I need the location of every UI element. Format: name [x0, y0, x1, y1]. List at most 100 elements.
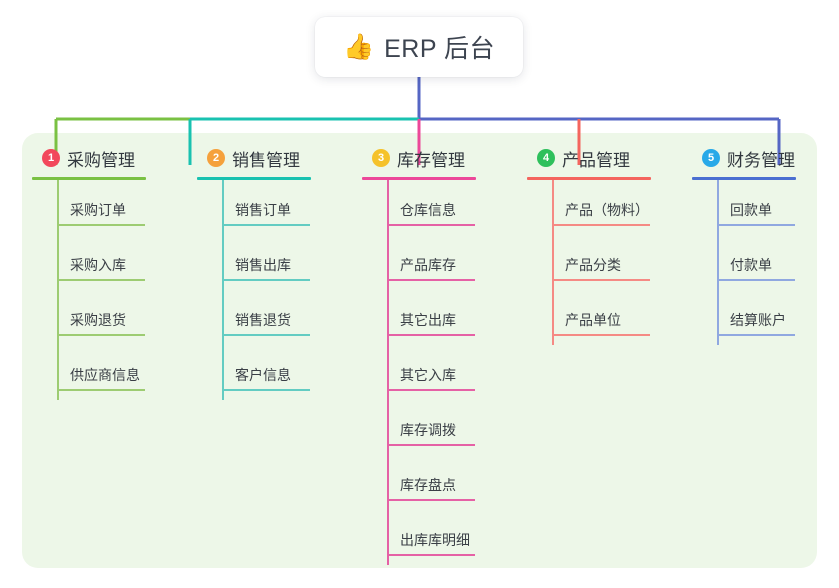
branch-header-label: 库存管理 — [397, 150, 465, 170]
leaf-item-label: 客户信息 — [235, 367, 291, 383]
branch-items: 仓库信息产品库存其它出库其它入库库存调拨库存盘点出库库明细 — [362, 180, 512, 565]
leaf-item[interactable]: 其它入库 — [362, 345, 512, 400]
branch-header-5[interactable]: 5 财务管理 — [692, 144, 832, 172]
branch-trunk-line — [717, 180, 719, 345]
branch-items: 采购订单采购入库采购退货供应商信息 — [32, 180, 182, 400]
leaf-item-label: 采购入库 — [70, 257, 126, 273]
leaf-item-underline — [552, 224, 650, 226]
branch-number-badge: 4 — [537, 149, 555, 167]
leaf-item-label: 销售退货 — [235, 312, 291, 328]
leaf-item-label: 采购退货 — [70, 312, 126, 328]
branch-header-underline — [527, 177, 651, 180]
leaf-item-underline — [717, 334, 795, 336]
leaf-item-underline — [717, 279, 795, 281]
branch-column-5: 5 财务管理回款单付款单结算账户 — [692, 144, 832, 345]
branch-number-badge: 5 — [702, 149, 720, 167]
leaf-item-underline — [552, 279, 650, 281]
leaf-item[interactable]: 仓库信息 — [362, 180, 512, 235]
branch-trunk-line — [552, 180, 554, 345]
leaf-item-label: 其它入库 — [400, 367, 456, 383]
branch-header-1[interactable]: 1 采购管理 — [32, 144, 182, 172]
branch-header-label: 销售管理 — [232, 150, 300, 170]
branch-header-2[interactable]: 2 销售管理 — [197, 144, 347, 172]
leaf-item-underline — [717, 224, 795, 226]
branch-trunk-line — [57, 180, 59, 400]
leaf-item-label: 库存盘点 — [400, 477, 456, 493]
leaf-item[interactable]: 库存盘点 — [362, 455, 512, 510]
leaf-item-label: 库存调拨 — [400, 422, 456, 438]
leaf-item-underline — [57, 279, 145, 281]
leaf-item-underline — [222, 334, 310, 336]
leaf-item-label: 产品库存 — [400, 257, 456, 273]
leaf-item-label: 销售出库 — [235, 257, 291, 273]
leaf-item-label: 仓库信息 — [400, 202, 456, 218]
branch-number-badge: 2 — [207, 149, 225, 167]
branch-header-underline — [197, 177, 311, 180]
leaf-item-underline — [387, 444, 475, 446]
leaf-item[interactable]: 其它出库 — [362, 290, 512, 345]
branch-column-4: 4 产品管理产品（物料） 产品分类产品单位 — [527, 144, 687, 345]
leaf-item-label: 结算账户 — [730, 312, 786, 328]
leaf-item-underline — [57, 224, 145, 226]
leaf-item-underline — [552, 334, 650, 336]
leaf-item-underline — [222, 279, 310, 281]
leaf-item-underline — [387, 279, 475, 281]
leaf-item[interactable]: 产品单位 — [527, 290, 687, 345]
branch-header-label: 采购管理 — [67, 150, 135, 170]
leaf-item-label: 产品单位 — [565, 312, 621, 328]
leaf-item-label: 采购订单 — [70, 202, 126, 218]
leaf-item-underline — [222, 389, 310, 391]
branch-trunk-line — [387, 180, 389, 565]
leaf-item[interactable]: 采购订单 — [32, 180, 182, 235]
leaf-item-underline — [387, 224, 475, 226]
leaf-item-underline — [222, 224, 310, 226]
leaf-item[interactable]: 销售出库 — [197, 235, 347, 290]
branch-number-badge: 1 — [42, 149, 60, 167]
leaf-item-underline — [387, 389, 475, 391]
branch-header-underline — [692, 177, 796, 180]
branch-header-underline — [32, 177, 146, 180]
leaf-item-underline — [57, 389, 145, 391]
leaf-item[interactable]: 供应商信息 — [32, 345, 182, 400]
leaf-item[interactable]: 采购入库 — [32, 235, 182, 290]
leaf-item-label: 供应商信息 — [70, 367, 140, 383]
leaf-item-label: 回款单 — [730, 202, 772, 218]
branch-items: 产品（物料） 产品分类产品单位 — [527, 180, 687, 345]
leaf-item-underline — [387, 334, 475, 336]
leaf-item[interactable]: 结算账户 — [692, 290, 832, 345]
diagram-panel-background — [22, 133, 817, 568]
leaf-item-label: 其它出库 — [400, 312, 456, 328]
thumbs-up-icon: 👍 — [342, 32, 375, 61]
branch-header-4[interactable]: 4 产品管理 — [527, 144, 687, 172]
leaf-item[interactable]: 回款单 — [692, 180, 832, 235]
leaf-item[interactable]: 销售订单 — [197, 180, 347, 235]
leaf-item[interactable]: 采购退货 — [32, 290, 182, 345]
branch-header-label: 产品管理 — [562, 150, 630, 170]
leaf-item-label: 出库库明细 — [400, 532, 470, 548]
leaf-item[interactable]: 库存调拨 — [362, 400, 512, 455]
leaf-item[interactable]: 产品库存 — [362, 235, 512, 290]
leaf-item[interactable]: 客户信息 — [197, 345, 347, 400]
leaf-item-label: 销售订单 — [235, 202, 291, 218]
leaf-item[interactable]: 付款单 — [692, 235, 832, 290]
branch-items: 回款单付款单结算账户 — [692, 180, 832, 345]
branch-header-underline — [362, 177, 476, 180]
root-node-erp-backend[interactable]: 👍 ERP 后台 — [315, 17, 523, 77]
leaf-item-label: 产品（物料） — [565, 202, 649, 218]
leaf-item[interactable]: 销售退货 — [197, 290, 347, 345]
branch-column-2: 2 销售管理销售订单销售出库销售退货客户信息 — [197, 144, 347, 400]
leaf-item-underline — [57, 334, 145, 336]
leaf-item[interactable]: 产品分类 — [527, 235, 687, 290]
leaf-item[interactable]: 产品（物料） — [527, 180, 687, 235]
branch-items: 销售订单销售出库销售退货客户信息 — [197, 180, 347, 400]
leaf-item[interactable]: 出库库明细 — [362, 510, 512, 565]
leaf-item-label: 产品分类 — [565, 257, 621, 273]
branch-column-1: 1 采购管理采购订单采购入库采购退货供应商信息 — [32, 144, 182, 400]
branch-header-label: 财务管理 — [727, 150, 795, 170]
root-node-label: ERP 后台 — [384, 35, 496, 63]
leaf-item-label: 付款单 — [730, 257, 772, 273]
leaf-item-underline — [387, 499, 475, 501]
